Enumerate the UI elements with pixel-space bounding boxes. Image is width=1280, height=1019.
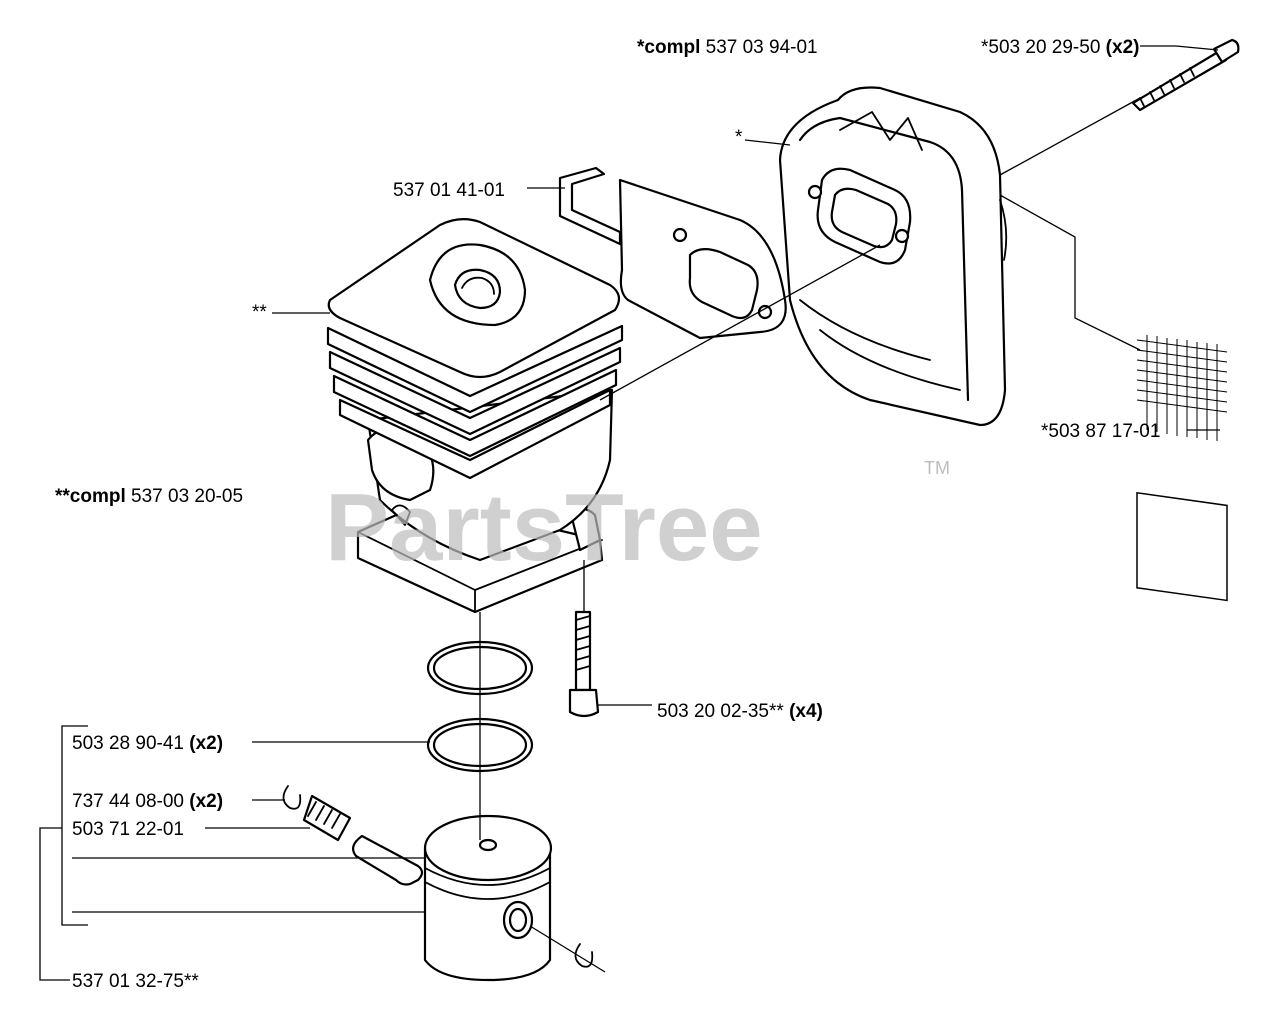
label-cylinder-screw: 503 20 02-35** (x4) <box>657 701 823 722</box>
label-spark-screen: *503 87 17-01 <box>1041 421 1160 442</box>
label-piston-kit: 537 01 32-75** <box>72 971 199 992</box>
piston-drawing <box>423 814 553 982</box>
label-circlip: 737 44 08-00 (x2) <box>72 791 223 812</box>
muffler-drawing <box>778 86 1008 427</box>
label-bracket: 537 01 41-01 <box>393 180 505 201</box>
label-cylinder-star: ** <box>252 302 267 323</box>
piston-pin-parts-drawing <box>282 785 594 968</box>
watermark-trademark: TM <box>924 458 950 478</box>
muffler-bolt-drawing <box>1131 38 1240 112</box>
label-muffler-bolt: *503 20 29-50 (x2) <box>981 37 1139 58</box>
label-cylinder-compl: **compl 537 03 20-05 <box>55 486 243 507</box>
leader-lines <box>39 45 1220 981</box>
cylinder-screw-drawing <box>568 610 600 718</box>
watermark: PartsTree <box>325 474 763 581</box>
label-muffler-compl: *compl 537 03 94-01 <box>637 37 818 58</box>
label-needle-bearing: 503 71 22-01 <box>72 819 184 840</box>
label-muffler-star: * <box>735 127 743 148</box>
label-piston-ring: 503 28 90-41 (x2) <box>72 733 223 754</box>
spark-screen-drawing <box>1136 335 1228 602</box>
gasket-bracket-drawing <box>558 166 787 340</box>
cylinder-drawing <box>326 218 624 614</box>
